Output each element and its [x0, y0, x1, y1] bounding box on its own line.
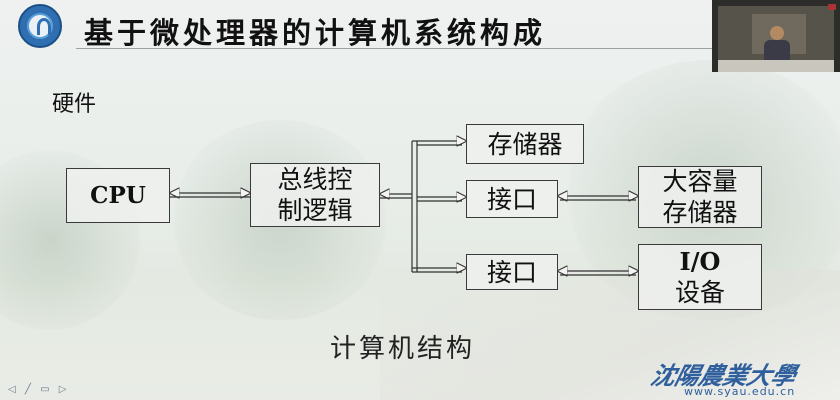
interface-box-2: 接口: [466, 254, 558, 290]
interface-label: 接口: [486, 257, 537, 287]
slide-navigation[interactable]: ◁ ╱ ▭ ▷: [8, 384, 70, 395]
bus-control-label-line1: 总线控: [277, 165, 353, 194]
lecturer-video[interactable]: [712, 0, 840, 72]
interface-label: 接口: [486, 184, 537, 214]
mass-storage-label-line1: 大容量: [662, 167, 738, 196]
slide-header: 基于微处理器的计算机系统构成: [0, 0, 840, 50]
section-heading: 硬件: [52, 92, 97, 117]
cpu-label: CPU: [90, 182, 146, 209]
mass-storage-box: 大容量 存储器: [638, 166, 762, 228]
interface-box-1: 接口: [466, 180, 558, 218]
background-road: [380, 270, 840, 400]
slide-title: 基于微处理器的计算机系统构成: [84, 16, 547, 50]
io-device-box: I/O 设备: [638, 244, 762, 310]
io-label-line2: 设备: [674, 278, 725, 307]
logo-emblem-icon: [27, 13, 53, 39]
video-indicator-icon: [828, 4, 836, 10]
bus-control-box: 总线控 制逻辑: [250, 163, 380, 227]
university-url[interactable]: www.syau.edu.cn: [684, 385, 796, 398]
memory-box: 存储器: [466, 124, 584, 164]
cpu-box: CPU: [66, 168, 170, 223]
bus-control-label-line2: 制逻辑: [277, 196, 353, 225]
university-logo: [18, 4, 62, 48]
diagram-caption: 计算机结构: [330, 334, 476, 364]
title-divider: [76, 48, 716, 49]
memory-label: 存储器: [487, 129, 563, 159]
mass-storage-label-line2: 存储器: [662, 198, 738, 227]
io-label-line1: I/O: [679, 247, 721, 276]
